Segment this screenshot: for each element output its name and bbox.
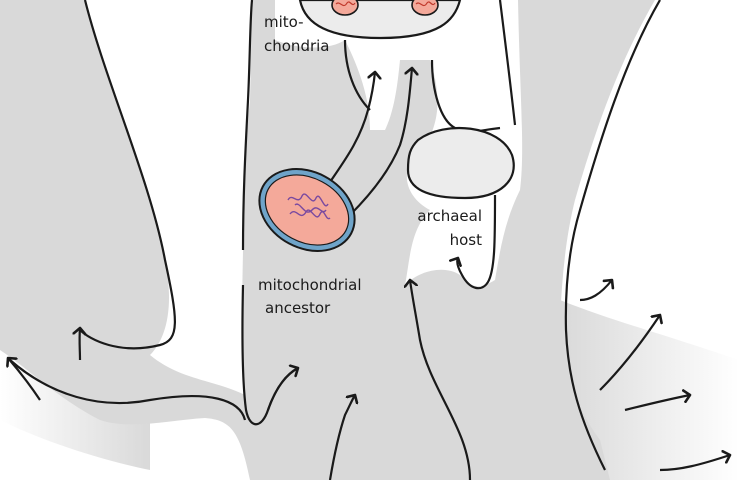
arrow-ancestor-lower xyxy=(266,368,298,411)
ancestor-to-mito-branch-right xyxy=(349,68,412,216)
dna-icon xyxy=(287,193,331,220)
central-lower-left-branch xyxy=(328,395,355,480)
ancestor-label-line1: mitochondrial xyxy=(258,276,362,294)
trunk-left-outline xyxy=(79,0,176,350)
mitochondrion-icon xyxy=(411,0,439,16)
ancestor-label-line2: ancestor xyxy=(265,299,331,317)
ancestor-lineage-outline xyxy=(241,0,254,251)
mitochondria-label-line2: chondria xyxy=(264,37,330,55)
trunk-right-outline xyxy=(564,0,661,471)
archaeal-lineage-outline xyxy=(457,194,497,290)
archaeal-host-cell xyxy=(406,126,515,200)
central-lower-branch xyxy=(410,280,472,480)
eukaryote-right-wall xyxy=(498,0,517,126)
archaeal-label-line1: archaeal xyxy=(417,207,482,225)
left-branch-arrow xyxy=(8,358,41,401)
archaeal-label-line2: host xyxy=(449,231,482,249)
right-branch-lower xyxy=(624,395,690,412)
ancestor-to-mito-branch-left xyxy=(329,72,375,183)
eukaryote-trunk-right xyxy=(430,59,501,133)
right-branch-bottom xyxy=(659,455,730,472)
right-branch-upper xyxy=(579,280,612,302)
right-branch-mid xyxy=(599,315,660,391)
mitochondria-label-line1: mito- xyxy=(264,13,304,31)
mitochondrion-icon xyxy=(331,0,359,16)
right-side-branch-fade xyxy=(560,300,739,480)
trunk-left-outline-2 xyxy=(9,359,247,421)
eukaryote-trunk-left xyxy=(343,39,371,111)
